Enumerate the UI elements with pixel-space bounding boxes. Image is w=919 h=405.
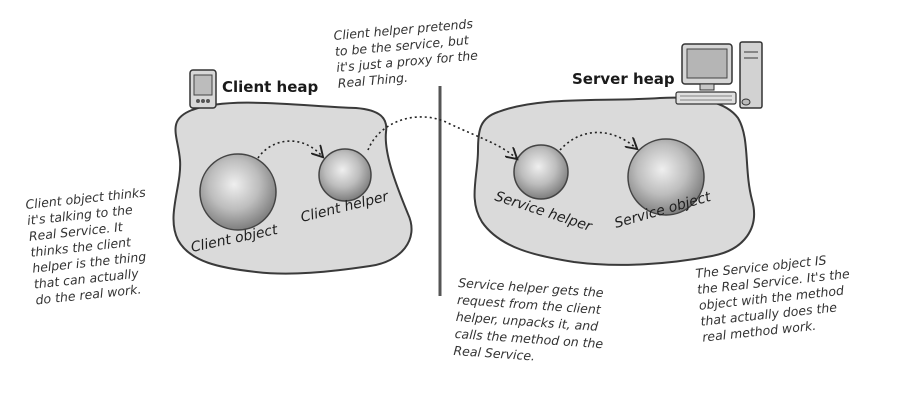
pda-icon: [189, 69, 217, 109]
client-object-orb: [199, 153, 277, 231]
service-helper-to-object-arrow: [559, 131, 636, 151]
helper-to-service-helper-arrow: [367, 116, 516, 158]
client-to-helper-arrow: [257, 140, 322, 158]
service-helper-orb: [513, 144, 569, 200]
proxy-note-line: Real Thing.: [337, 70, 408, 91]
service-object-orb: [627, 138, 705, 216]
client-heap-title: Client heap: [222, 78, 319, 96]
server-heap-blob: [473, 96, 755, 266]
client-helper-orb: [318, 148, 372, 202]
server-heap-title: Server heap: [572, 70, 675, 88]
service-helper-note-line: Real Service.: [453, 343, 536, 364]
desktop-computer-icon: [675, 41, 763, 109]
client-heap-blob: [172, 101, 413, 275]
